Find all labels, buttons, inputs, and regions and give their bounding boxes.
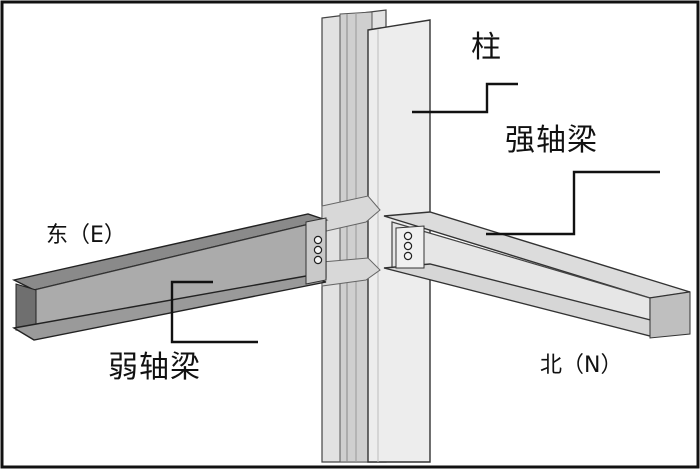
label-column: 柱 [471, 30, 501, 65]
label-weak-axis-beam: 弱轴梁 [108, 350, 201, 385]
weak-beam-bolt-3 [313, 255, 323, 265]
weak-axis-beam [11, 213, 329, 341]
label-strong-axis-beam: 强轴梁 [505, 123, 598, 158]
weak-beam-bolt-1 [313, 235, 323, 245]
label-north-direction: 北（N） [540, 353, 623, 378]
strong-beam-end-face [649, 291, 691, 339]
strong-beam-bolt-1 [403, 231, 413, 241]
leader-strong-axis-beam [486, 170, 660, 236]
label-east-direction: 东（E） [46, 223, 126, 248]
leader-column [412, 82, 518, 114]
weak-beam-bolt-2 [313, 245, 323, 255]
leader-weak-axis-beam [170, 280, 258, 344]
strong-axis-beam [383, 211, 691, 339]
weak-beam-bottom-flange [12, 275, 327, 341]
leader-lines [170, 82, 660, 344]
strong-beam-bolt-3 [403, 251, 413, 261]
strong-beam-bolt-2 [403, 241, 413, 251]
